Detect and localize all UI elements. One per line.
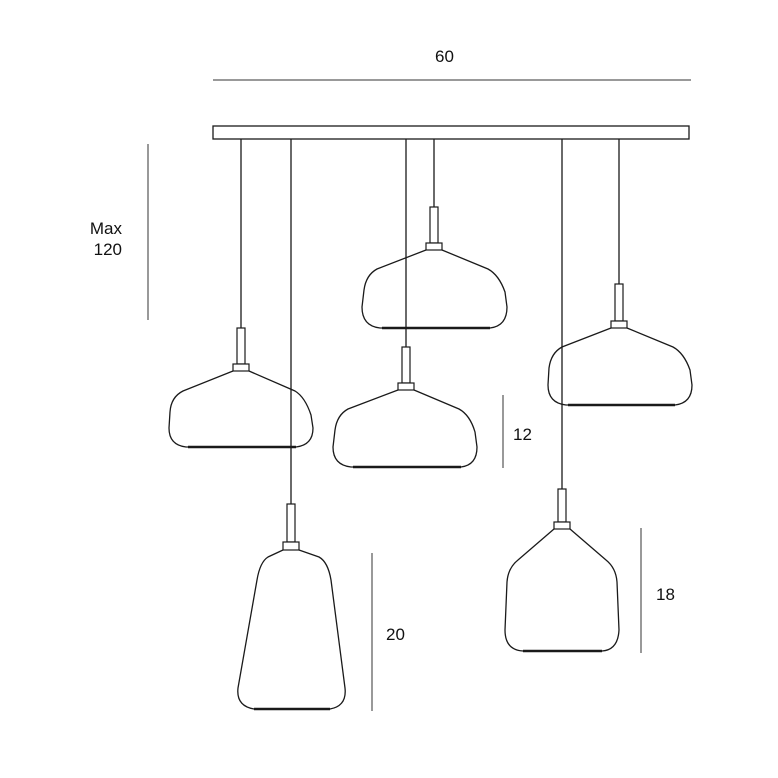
lamp-socket xyxy=(236,327,246,365)
pendant-shade-top-center xyxy=(361,206,508,330)
pendant-shade-center xyxy=(332,346,478,469)
small-shade-height-label: 12 xyxy=(513,425,532,444)
pendant-shade-bottom-right xyxy=(504,488,620,653)
lamp-cap xyxy=(610,320,628,329)
lamp-cap xyxy=(282,541,300,551)
lamp-socket xyxy=(401,346,411,384)
tall-shade-height-label: 20 xyxy=(386,625,405,644)
lamp-socket xyxy=(286,503,296,543)
width-label: 60 xyxy=(435,47,454,66)
pendant-shade-left xyxy=(168,327,314,449)
medium-shade-height-label: 18 xyxy=(656,585,675,604)
cables xyxy=(240,139,620,504)
lamp-cap xyxy=(232,363,250,372)
max-height-label-line2: 120 xyxy=(93,240,122,259)
lamp-cap xyxy=(553,521,571,530)
pendant-shade-right xyxy=(547,283,693,407)
ceiling-canopy-bar xyxy=(212,125,690,140)
max-height-label: Max 120 xyxy=(84,218,122,260)
lamp-cap xyxy=(397,382,415,391)
lamp-socket xyxy=(429,206,439,244)
max-height-label-line1: Max xyxy=(89,219,122,238)
lamp-socket xyxy=(557,488,567,523)
lamp-cap xyxy=(425,242,443,251)
pendant-shade-tall xyxy=(237,503,346,711)
lamp-socket xyxy=(614,283,624,322)
